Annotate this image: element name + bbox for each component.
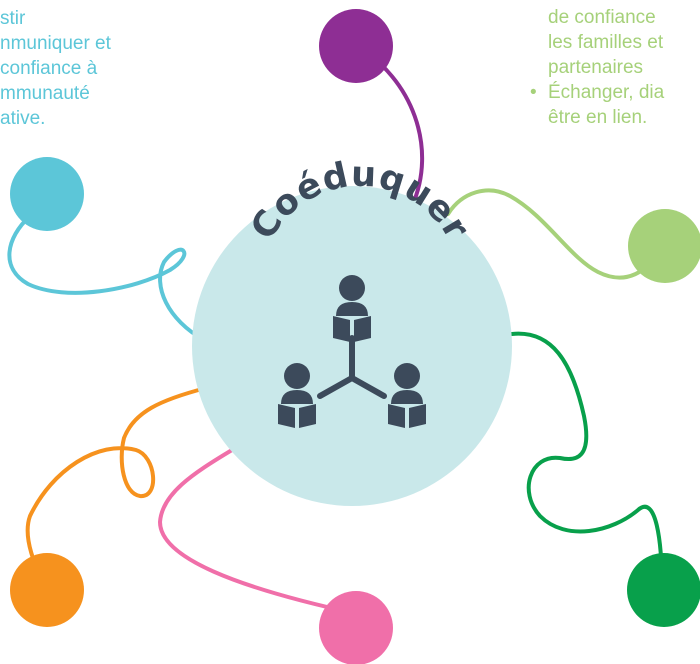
- left-line: confiance à: [0, 58, 98, 79]
- green-connector: [510, 331, 664, 592]
- orange-node: [10, 553, 84, 627]
- left-line: ative.: [0, 108, 46, 129]
- right-line: être en lien.: [548, 107, 648, 128]
- right-line: de confiance: [548, 7, 656, 28]
- orange-connector: [25, 386, 208, 590]
- lightgreen-connector: [446, 188, 662, 280]
- left-line: stir: [0, 8, 26, 29]
- right-line: Échanger, dia: [548, 82, 665, 103]
- green-node: [627, 553, 700, 627]
- cyan-node: [10, 157, 84, 231]
- pink-node: [319, 591, 393, 664]
- left-line: mmunauté: [0, 83, 90, 104]
- cyan-connector: [7, 214, 206, 342]
- right-line: partenaires: [548, 57, 644, 78]
- purple-node: [319, 9, 393, 83]
- students-reading-network-icon: [278, 275, 426, 428]
- right-description: de confiance les familles et partenaires…: [524, 5, 700, 130]
- right-bullet-item: • Échanger, dia: [524, 80, 700, 105]
- lightgreen-node: [628, 209, 700, 283]
- bullet-icon: •: [530, 82, 537, 103]
- left-description: stir nmuniquer et confiance à mmunauté a…: [0, 6, 130, 131]
- left-line: nmuniquer et: [0, 33, 111, 54]
- right-line: les familles et: [548, 32, 664, 53]
- pink-connector: [157, 448, 360, 616]
